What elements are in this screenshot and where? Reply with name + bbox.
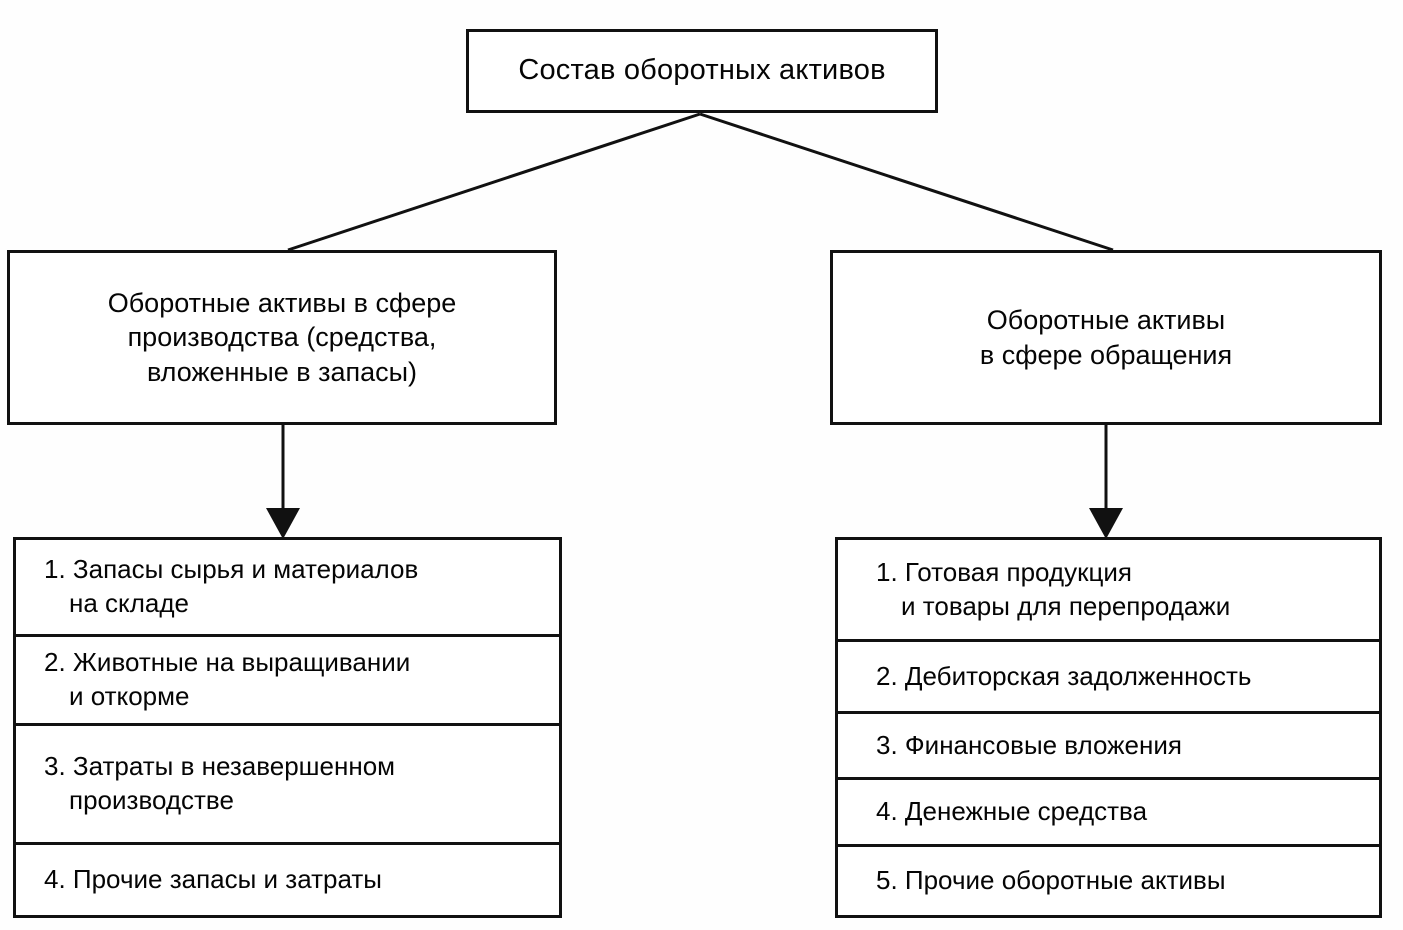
list-item: 1. Запасы сырья и материалов на складе [16,540,559,637]
list-item: 1. Готовая продукция и товары для перепр… [838,540,1379,642]
branch-node-circulation-label: Оборотные активы в сфере обращения [979,304,1233,370]
list-item-label: 2. Дебиторская задолженность [876,660,1252,691]
branch-node-production-label: Оборотные активы в сфере производства (с… [107,287,457,387]
list-production: 1. Запасы сырья и материалов на складе 2… [13,537,562,918]
list-item: 3. Финансовые вложения [838,714,1379,780]
branch-node-circulation: Оборотные активы в сфере обращения [830,250,1382,425]
list-item-label: 2. Животные на выращивании и откорме [44,647,411,711]
list-item-label: 4. Прочие запасы и затраты [44,864,382,895]
connector-root-to-circulation [699,112,1114,252]
list-item: 3. Затраты в незавершенном производстве [16,726,559,845]
list-item: 2. Животные на выращивании и откорме [16,637,559,726]
root-node-label: Состав оборотных активов [518,54,886,87]
list-item-label: 5. Прочие оборотные активы [876,865,1226,896]
list-item: 4. Денежные средства [838,780,1379,847]
list-item-label: 4. Денежные средства [876,796,1148,827]
list-item: 4. Прочие запасы и затраты [16,845,559,915]
list-item-label: 1. Готовая продукция и товары для перепр… [876,556,1231,621]
list-item: 5. Прочие оборотные активы [838,847,1379,915]
list-item-label: 3. Финансовые вложения [876,729,1182,760]
branch-node-production: Оборотные активы в сфере производства (с… [7,250,557,425]
arrow-head-circulation [1089,508,1123,539]
list-circulation: 1. Готовая продукция и товары для перепр… [835,537,1382,918]
arrow-head-production [266,508,300,539]
list-item-label: 3. Затраты в незавершенном производстве [44,751,396,815]
list-item: 2. Дебиторская задолженность [838,642,1379,714]
list-item-label: 1. Запасы сырья и материалов на складе [44,554,419,618]
connector-root-to-production [287,112,701,252]
root-node: Состав оборотных активов [466,29,938,113]
